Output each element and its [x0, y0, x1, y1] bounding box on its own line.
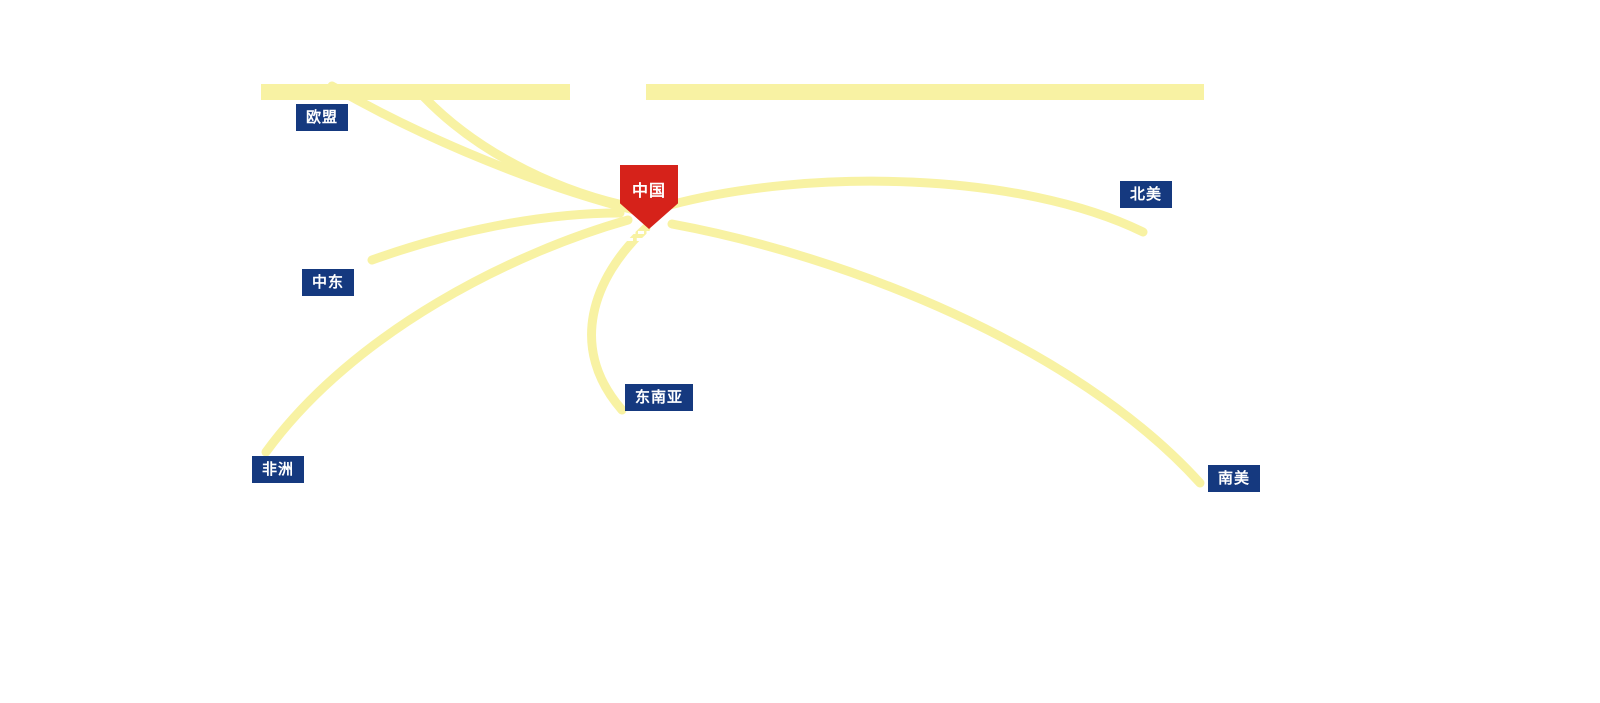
route-china-middle-east	[367, 208, 625, 265]
pin-base-dash-bottom	[627, 238, 672, 241]
region-label-middle-east: 中东	[302, 269, 355, 296]
pin-base-dash-top	[621, 231, 678, 234]
route-china-southeast-asia	[587, 223, 651, 415]
route-china-north-america	[665, 176, 1148, 237]
top-bar-right-segment	[646, 84, 1204, 100]
top-bar-left-segment	[261, 84, 570, 100]
region-label-africa: 非洲	[252, 456, 305, 483]
route-china-africa	[261, 215, 633, 457]
route-china-south-america	[667, 219, 1205, 488]
region-label-north-america: 北美	[1120, 181, 1173, 208]
region-label-southeast-asia: 东南亚	[625, 384, 694, 411]
china-hub-pin: 中国	[620, 165, 678, 229]
route-china-eu-inner	[419, 92, 653, 215]
region-label-south-america: 南美	[1208, 465, 1261, 492]
region-label-eu: 欧盟	[296, 104, 349, 131]
china-hub-label: 中国	[631, 183, 666, 200]
